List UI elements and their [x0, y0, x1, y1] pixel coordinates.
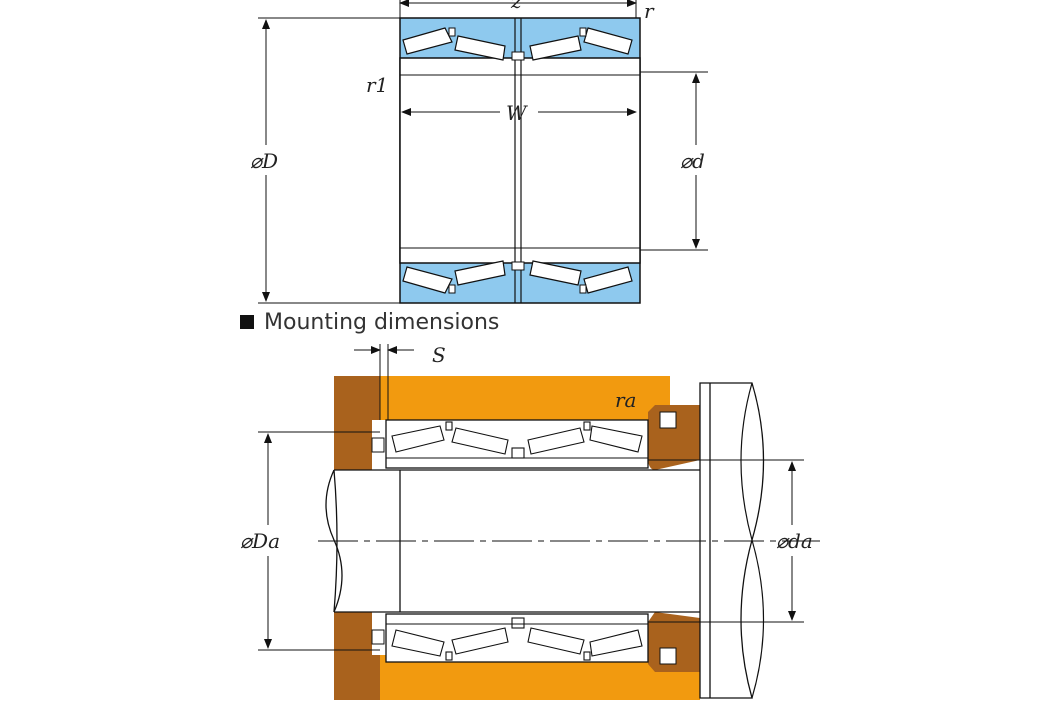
square-bullet-icon	[240, 315, 254, 329]
rollers-top-row	[402, 27, 633, 61]
label-width-total: z	[510, 0, 522, 13]
top-bearing-drawing: z r r1 W ⌀D ⌀d	[250, 0, 708, 304]
mounting-drawing: S ra ⌀Da ⌀da	[240, 343, 820, 700]
label-spacing: S	[432, 343, 446, 367]
label-inner-width: W	[506, 101, 528, 125]
housing-cover-top	[334, 376, 380, 448]
section-heading: Mounting dimensions	[240, 309, 499, 335]
bearing-top-section	[385, 419, 649, 469]
section-title: Mounting dimensions	[264, 309, 500, 335]
label-chamfer-outer: r	[644, 0, 655, 23]
bearing-bottom-section	[385, 613, 649, 663]
label-chamfer-inner: r1	[366, 73, 388, 97]
label-outer-diameter: ⌀D	[250, 149, 278, 173]
housing-top	[380, 376, 670, 420]
label-fillet-radius: ra	[615, 388, 636, 412]
label-housing-diameter: ⌀Da	[240, 529, 280, 553]
housing-cover-bottom	[334, 612, 380, 700]
rollers-bottom-row	[402, 260, 633, 294]
label-bore-diameter: ⌀d	[680, 149, 705, 173]
